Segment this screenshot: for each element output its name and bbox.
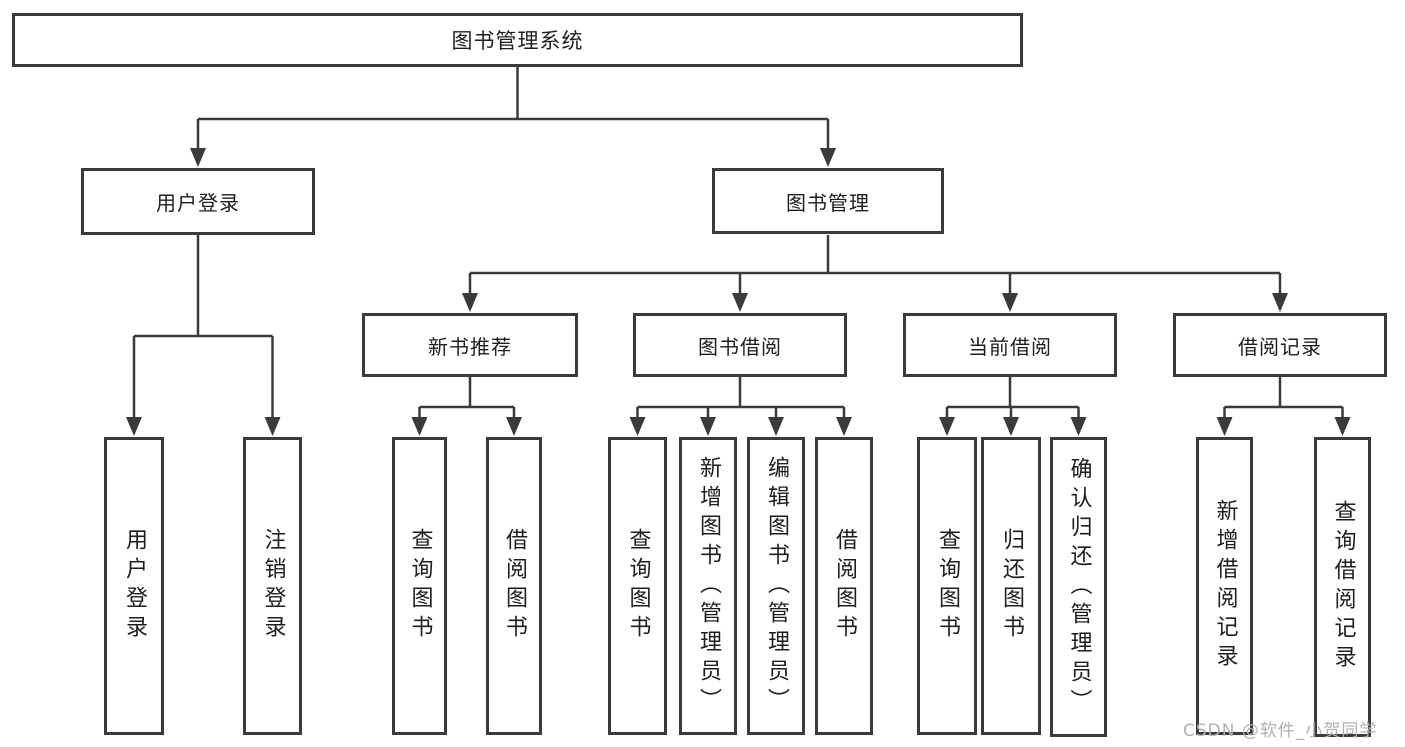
node-library-management-system: 图书管理系统 [12,13,1023,67]
connector-currentborrow-children [939,377,1087,436]
csdn-watermark: CSDN @软件_小贺同学 [1183,721,1378,741]
leaf-add-borrow-record: 新增借阅记录 [1196,437,1253,735]
connector-bookmgmt-to-level3 [462,235,1288,312]
leaf-user-login: 用户登录 [104,437,164,735]
leaf-confirm-return-admin: 确认归还（管理员） [1050,437,1107,737]
leaf-query-borrow-record: 查询借阅记录 [1314,437,1371,737]
leaf-query-books-current: 查询图书 [917,437,977,735]
leaf-edit-book-admin: 编辑图书（管理员） [747,437,805,735]
leaf-query-books-borrow: 查询图书 [608,437,667,735]
connector-borrowrecords-children [1216,377,1351,436]
node-borrow-records: 借阅记录 [1173,313,1387,377]
connector-newbook-children [411,377,522,436]
connector-bookborrow-children [629,377,852,436]
node-new-book-recommend: 新书推荐 [362,313,578,377]
leaf-logout: 注销登录 [243,437,302,735]
node-book-management: 图书管理 [712,168,944,234]
leaf-borrow-books: 借阅图书 [815,437,873,735]
leaf-return-book: 归还图书 [981,437,1041,735]
leaf-query-books-recommend: 查询图书 [392,437,447,735]
node-book-borrow: 图书借阅 [633,313,847,377]
node-current-borrow: 当前借阅 [903,313,1117,377]
leaf-add-book-admin: 新增图书（管理员） [679,437,737,735]
connector-root-to-level2 [190,67,836,167]
connector-userlogin-children [126,235,281,436]
leaf-borrow-books-recommend: 借阅图书 [486,437,542,735]
node-user-login: 用户登录 [81,168,315,235]
